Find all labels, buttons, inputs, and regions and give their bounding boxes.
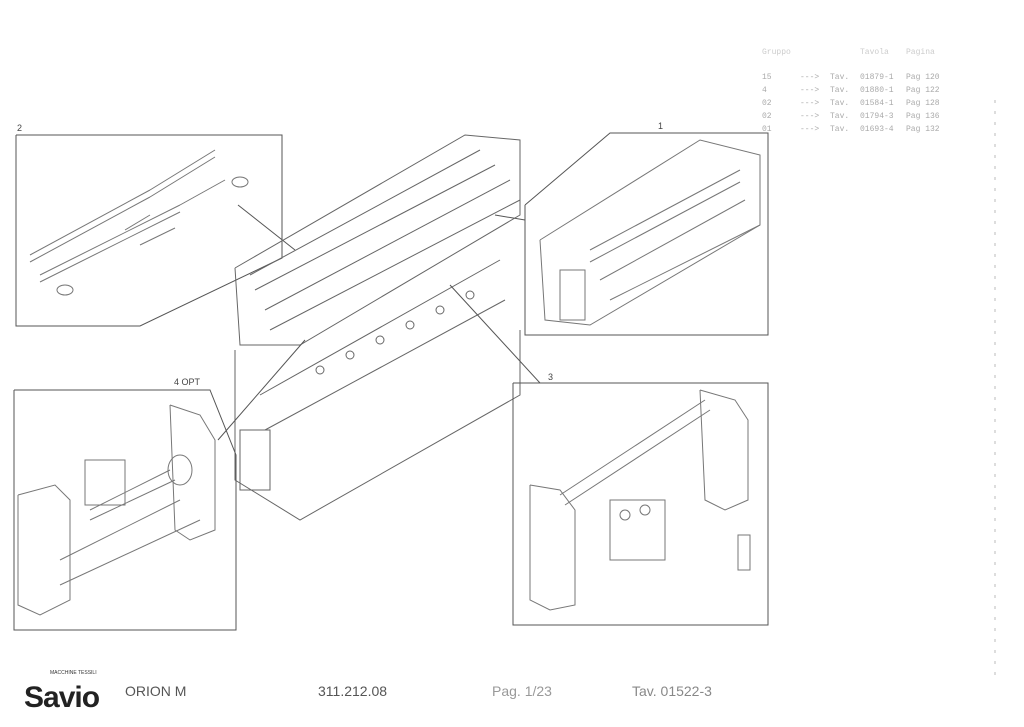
- callout-4-opt: 4 OPT: [174, 377, 201, 387]
- logo-tagline: MACCHINE TESSILI: [50, 670, 97, 676]
- callout-2: 2: [17, 123, 23, 133]
- detail-box-3: [512, 382, 769, 626]
- savio-logo: MACCHINE TESSILI Savio: [24, 670, 124, 720]
- logo-brand: Savio: [24, 681, 100, 714]
- callout-1: 1: [658, 121, 664, 131]
- machine-name: ORION M: [125, 683, 187, 699]
- page-number: Pag. 1/23: [492, 683, 552, 699]
- table-number: Tav. 01522-3: [632, 683, 712, 699]
- detail-box-2: [15, 134, 283, 327]
- callout-3: 3: [548, 372, 554, 382]
- table-header: Gruppo Tavola Pagina: [762, 48, 935, 57]
- main-frame: [234, 134, 521, 521]
- document-code: 311.212.08: [318, 683, 388, 699]
- detail-box-4-opt: [13, 389, 237, 631]
- detail-box-1: [524, 132, 769, 336]
